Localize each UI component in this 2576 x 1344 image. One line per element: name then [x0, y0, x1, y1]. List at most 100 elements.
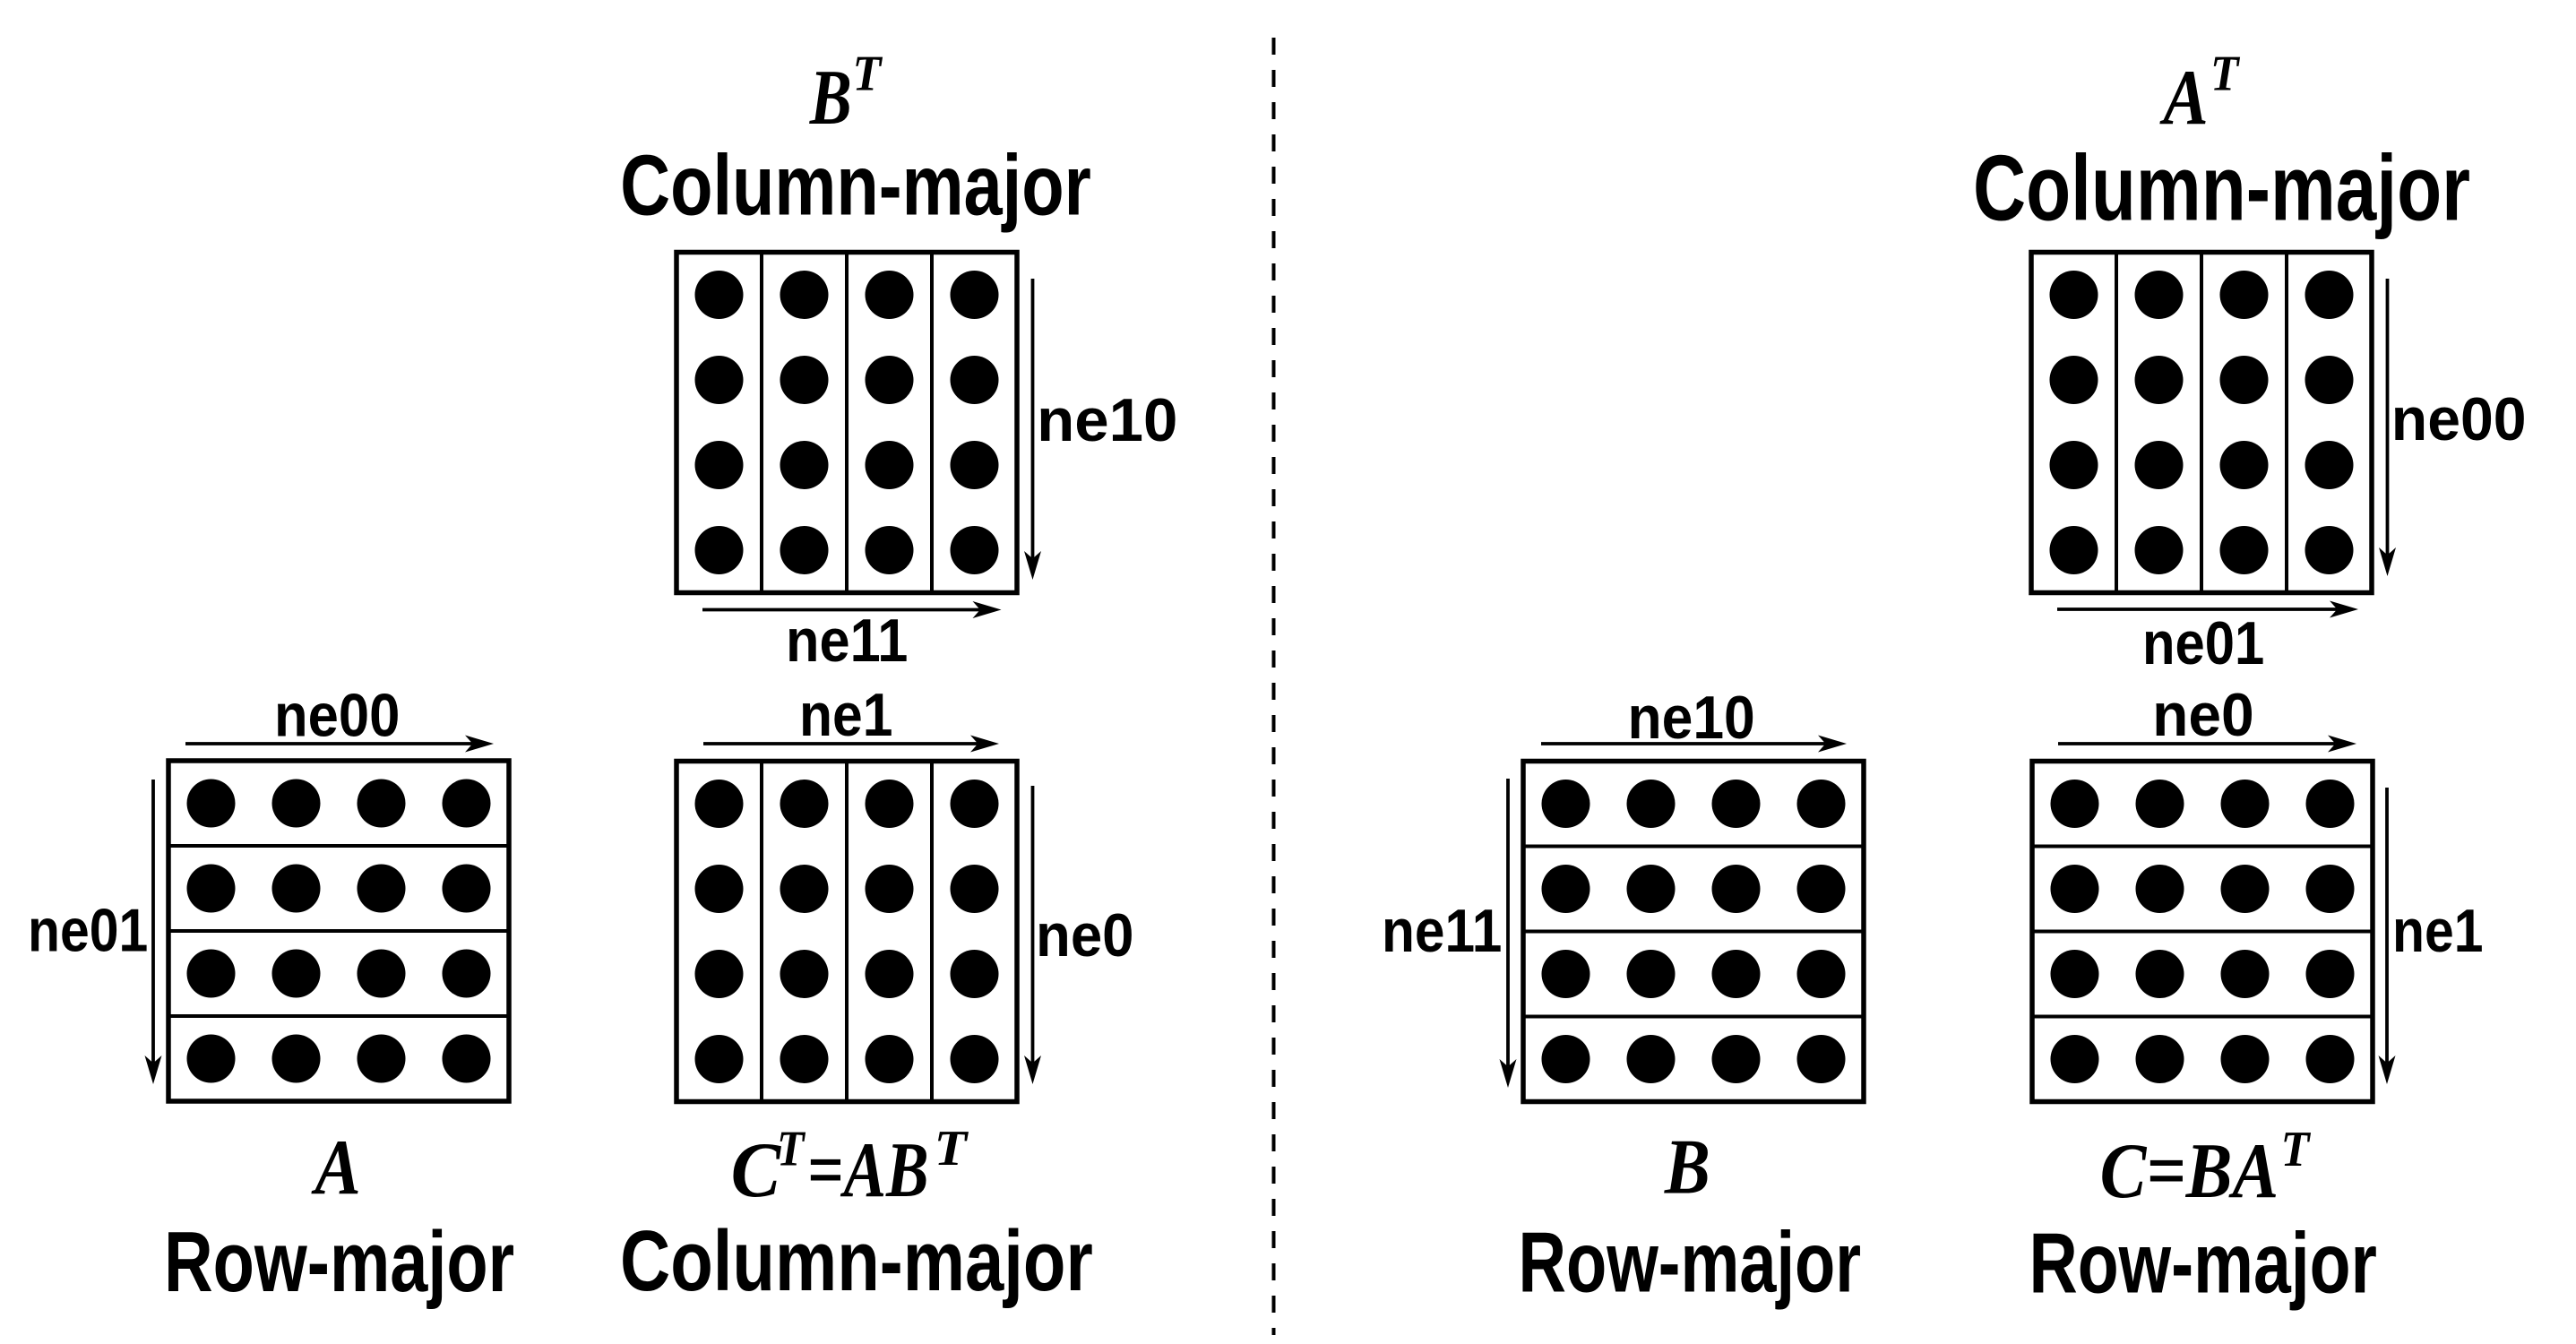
- matrix-b-transpose-dot: [694, 356, 744, 404]
- bt-dim-right: ne10: [1037, 386, 1177, 454]
- matrix-a-dot: [271, 949, 321, 998]
- a-layout-label: Row-major: [164, 1214, 514, 1310]
- matrix-b-transpose-dot: [780, 526, 829, 574]
- matrix-b-dot: [1796, 780, 1846, 828]
- matrix-c-transpose-dot: [865, 950, 914, 998]
- matrix-c-transpose-dot: [694, 950, 744, 998]
- ct-layout-label: Column-major: [620, 1213, 1093, 1309]
- matrix-c-transpose: [674, 758, 1020, 1105]
- matrix-b-dot: [1711, 780, 1761, 828]
- ct-f-p2sup: T: [935, 1121, 969, 1176]
- matrix-b-transpose-dot: [950, 271, 999, 319]
- matrix-a-transpose-dot: [2049, 526, 2098, 574]
- matrix-b-transpose: [674, 249, 1020, 596]
- matrix-c-dot: [2135, 780, 2184, 828]
- matrix-b-dot: [1541, 950, 1590, 998]
- a-dim-left: ne01: [28, 896, 148, 964]
- b-title: B: [1664, 1124, 1710, 1211]
- matrix-b-transpose-dot: [950, 526, 999, 574]
- matrix-a-transpose-dot: [2049, 271, 2098, 319]
- matrix-b-transpose-dot: [694, 441, 744, 489]
- matrix-c-transpose-dot: [950, 950, 999, 998]
- matrix-a-transpose-dot: [2219, 526, 2269, 574]
- matrix-a-dot: [357, 1034, 406, 1083]
- bt-title-sup: T: [853, 47, 883, 102]
- matrix-b: [1521, 758, 1866, 1105]
- matrix-a-transpose-dot: [2134, 526, 2184, 574]
- matrix-b-transpose-dot: [865, 271, 914, 319]
- bt-title-base: B: [809, 55, 852, 142]
- matrix-c-dot: [2305, 780, 2355, 828]
- matrix-a-transpose-dot: [2219, 356, 2269, 404]
- matrix-c-dot: [2305, 1035, 2355, 1083]
- matrix-b-transpose-dot: [694, 526, 744, 574]
- matrix-b-transpose-dot: [950, 441, 999, 489]
- at-layout-label: Column-major: [1973, 136, 2470, 240]
- b-dim-top: ne10: [1628, 684, 1755, 752]
- at-title-sup: T: [2210, 47, 2241, 102]
- matrix-a-dot: [186, 779, 236, 828]
- at-title-base: A: [2159, 55, 2209, 142]
- matrix-a-dot: [186, 864, 236, 913]
- matrix-a-dot: [442, 1034, 491, 1083]
- matrix-a: [166, 758, 512, 1104]
- matrix-b-dot: [1796, 865, 1846, 913]
- matrix-c-transpose-dot: [780, 950, 829, 998]
- ct-dim-top: ne1: [799, 681, 892, 749]
- matrix-a-dot: [442, 864, 491, 913]
- matrix-c-dot: [2135, 950, 2184, 998]
- matrix-b-dot: [1796, 950, 1846, 998]
- matrix-b-dot: [1626, 865, 1676, 913]
- matrix-a-dot: [271, 864, 321, 913]
- matrix-b-dot: [1711, 1035, 1761, 1083]
- ct-dim-right: ne0: [1036, 901, 1134, 969]
- matrix-b-transpose-dot: [780, 271, 829, 319]
- matrix-a-transpose-dot: [2049, 356, 2098, 404]
- matrix-b-transpose-dot: [950, 356, 999, 404]
- matrix-a-dot: [271, 1034, 321, 1083]
- matrix-a-dot: [357, 864, 406, 913]
- bt-layout-label: Column-major: [620, 138, 1091, 234]
- matrix-c-dot: [2135, 1035, 2184, 1083]
- matrix-a-transpose-dot: [2049, 441, 2098, 489]
- matrix-a-transpose-dot: [2305, 356, 2354, 404]
- matrix-c-transpose-dot: [950, 865, 999, 913]
- matrix-a-transpose-dot: [2219, 271, 2269, 319]
- matrix-a-dot: [186, 1034, 236, 1083]
- matrix-c-transpose-dot: [780, 1035, 829, 1083]
- matrix-a-dot: [271, 779, 321, 828]
- matrix-b-dot: [1711, 950, 1761, 998]
- matrix-b-dot: [1626, 1035, 1676, 1083]
- matrix-c-dot: [2305, 865, 2355, 913]
- b-layout-label: Row-major: [1519, 1215, 1862, 1311]
- matrix-b-dot: [1541, 780, 1590, 828]
- c-f-p1sup: T: [2281, 1122, 2312, 1177]
- c-f-p1: C=BA: [2100, 1128, 2279, 1215]
- matrix-a-transpose-dot: [2134, 441, 2184, 489]
- matrix-a-transpose-dot: [2305, 526, 2354, 574]
- matrix-c-dot: [2220, 780, 2270, 828]
- matrix-b-dot: [1626, 780, 1676, 828]
- matrix-c-dot: [2220, 1035, 2270, 1083]
- matrix-a-transpose-dot: [2134, 356, 2184, 404]
- matrix-c-dot: [2135, 865, 2184, 913]
- matrix-c-dot: [2050, 1035, 2099, 1083]
- matrix-a-dot: [442, 779, 491, 828]
- ct-f-p2: =AB: [807, 1127, 929, 1214]
- matrix-c-transpose-dot: [780, 865, 829, 913]
- matrix-b-transpose-dot: [780, 441, 829, 489]
- matrix-c-dot: [2220, 950, 2270, 998]
- matrix-b-dot: [1626, 950, 1676, 998]
- matrix-b-dot: [1796, 1035, 1846, 1083]
- c-dim-right: ne1: [2392, 897, 2483, 965]
- matrix-c-transpose-dot: [865, 780, 914, 828]
- matrix-b-transpose-dot: [865, 441, 914, 489]
- matrix-a-transpose-dot: [2219, 441, 2269, 489]
- matrix-b-dot: [1541, 1035, 1590, 1083]
- matrix-c-transpose-dot: [950, 780, 999, 828]
- a-title: A: [311, 1124, 361, 1211]
- matrix-c-transpose-dot: [865, 1035, 914, 1083]
- matrix-a-transpose-dot: [2305, 441, 2354, 489]
